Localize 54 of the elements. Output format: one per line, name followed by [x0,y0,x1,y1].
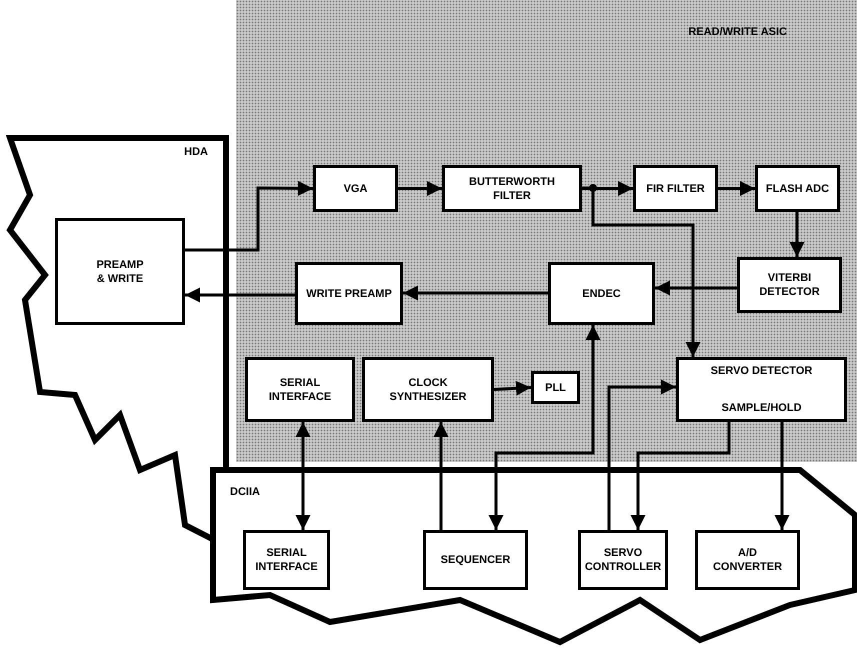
block-box [676,357,847,422]
connector-arrow [398,181,442,196]
block-label: CLOCK SYNTHESIZER [388,376,468,404]
block-label: SERIAL INTERFACE [268,376,332,404]
block-label: SERVO CONTROLLER [584,546,662,574]
region-label: READ/WRITE ASIC [688,25,787,40]
connector-arrow [434,422,448,530]
block-label: PREAMP & WRITE [95,258,145,286]
block-label: PLL [545,380,566,394]
block-box [295,262,403,325]
block-box [695,530,800,590]
asic-region [236,0,857,462]
block-box [313,165,398,212]
block-label: SERVO DETECTOR [710,364,812,378]
block-label: ENDEC [582,286,621,300]
connector-arrow [582,181,633,196]
connector-arrow [185,288,295,302]
block-box [548,262,655,325]
region-label: HDA [184,145,208,160]
block-label: WRITE PREAMP [306,286,392,300]
block-label: BUTTERWORTH FILTER [468,174,556,202]
block-box [531,371,580,404]
region-label: DCIIA [230,485,260,500]
block-box [737,257,842,313]
block-box [755,165,840,212]
block-box [245,357,355,422]
block-label: SEQUENCER [440,553,510,567]
connector-arrow [185,180,314,252]
connector-arrow [630,422,730,530]
block-outline [210,466,857,646]
connector-arrow [774,422,790,530]
connector-arrow [296,422,310,530]
block-box [423,530,528,590]
block-box [578,530,668,590]
connector-arrow [403,286,548,300]
block-label: SERIAL INTERFACE [254,546,319,574]
block-label: VITERBI DETECTOR [758,271,821,299]
block-label: FIR FILTER [646,182,705,196]
connector-arrow [718,181,755,196]
block-box [243,530,330,590]
connector-arrow [494,380,532,396]
connector-arrow [608,380,676,530]
connector-arrow [582,186,700,357]
connector-arrow [655,280,737,296]
block-box [362,357,494,422]
block-box [55,218,185,325]
block-label: VGA [344,182,368,196]
connector-arrow [488,325,600,530]
block-label: FLASH ADC [766,182,830,196]
block-label: SAMPLE/HOLD [721,401,802,415]
block-box [633,165,718,212]
block-box [442,165,582,212]
connector-arrow [790,212,804,257]
block-label: A/D CONVERTER [712,546,784,574]
